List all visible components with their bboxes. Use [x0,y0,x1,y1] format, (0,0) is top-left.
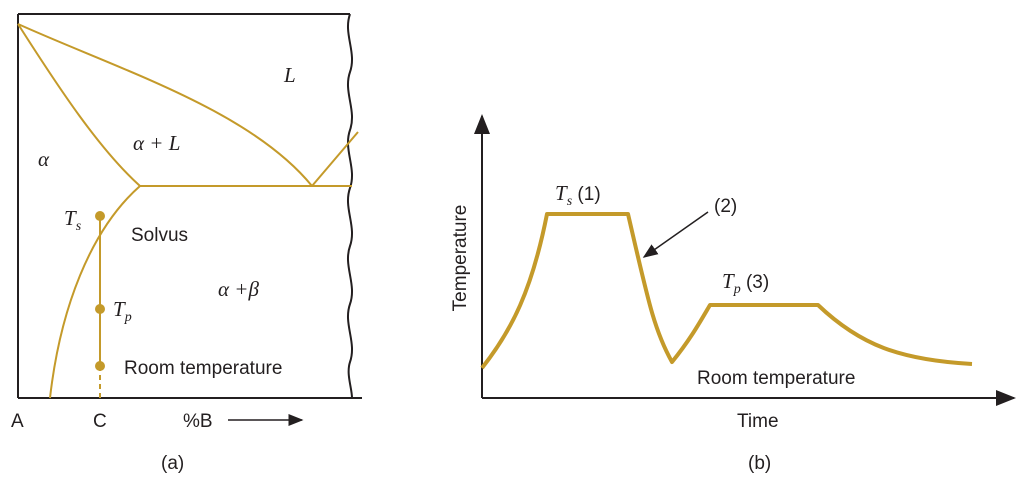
temperature-profile-curve [480,212,973,370]
tp-point [95,304,105,314]
step2-label: (2) [714,196,737,217]
phase-diagram-panel: L α + L α α +β Solvus Ts Tp Room tempera… [11,13,362,474]
tp-step-label: Tp (3) [722,269,769,297]
axis-b-label: %B [183,411,213,432]
tp-label: Tp [113,297,132,325]
y-axis-label: Temperature [450,205,471,312]
axis-c-label: C [93,411,107,432]
solidus-line [17,23,141,187]
right-liquidus-line [311,131,359,187]
room-temperature-label-b: Room temperature [697,368,855,389]
ts-step-label: Ts (1) [555,181,601,209]
heat-treatment-panel: Temperature Time Ts (1) (2) Tp (3) Room … [450,114,1016,474]
region-alpha-l-label: α + L [133,131,180,155]
step2-pointer [642,211,709,258]
ts-point [95,211,105,221]
region-l-label: L [283,63,296,87]
region-alpha-label: α [38,147,50,171]
x-axis-label: Time [737,411,779,432]
diagram-break-edge [346,13,354,399]
ts-label: Ts [64,206,82,234]
caption-b: (b) [748,453,771,474]
caption-a: (a) [161,453,184,474]
axis-a-label: A [11,411,24,432]
liquidus-line [17,23,313,187]
region-alpha-beta-label: α +β [218,277,259,301]
room-temperature-label-a: Room temperature [124,358,282,379]
room-temp-point [95,361,105,371]
solvus-line [49,185,141,399]
solvus-label: Solvus [131,225,188,246]
